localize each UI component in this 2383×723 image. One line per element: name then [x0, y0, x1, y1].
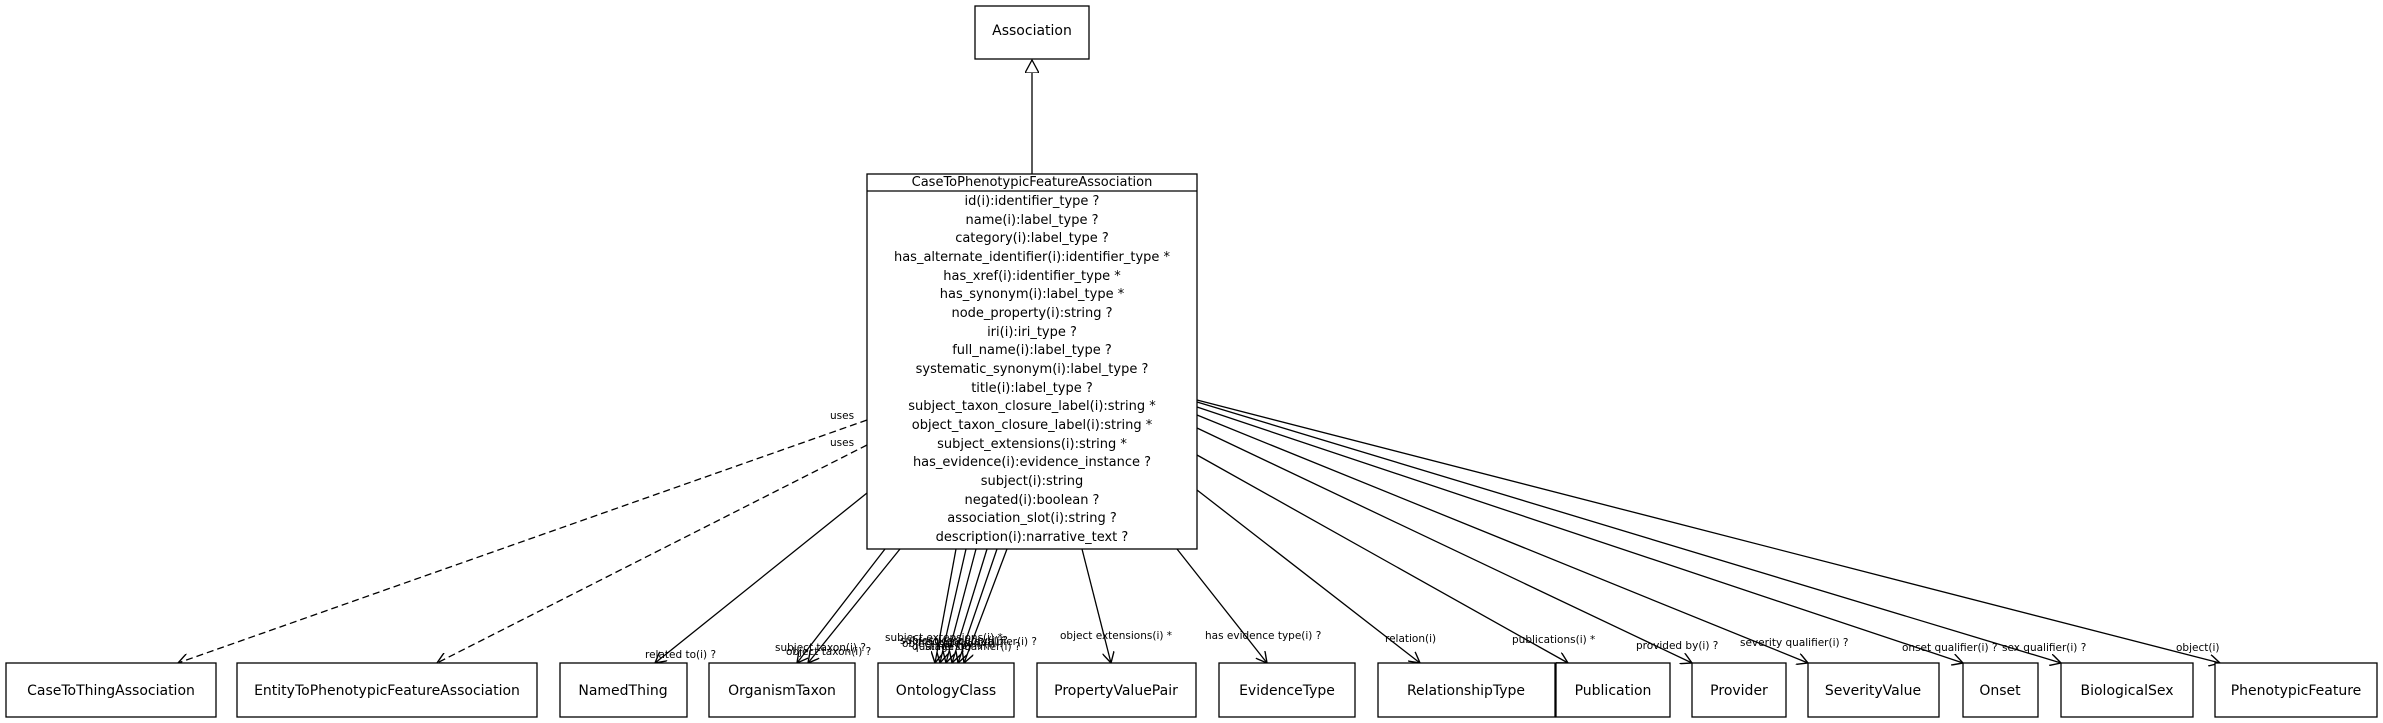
- class-label: OntologyClass: [896, 683, 996, 699]
- class-provider[interactable]: Provider: [1691, 662, 1787, 718]
- attribute-has-synonym: has_synonym(i):label_type *: [940, 287, 1125, 302]
- edge-severity-qualifier: [1196, 414, 1808, 663]
- attribute-systematic-synonym: systematic_synonym(i):label_type ?: [916, 362, 1149, 377]
- edge-label-subject-category: subject category(i) ?: [900, 635, 1008, 647]
- edge-stage-qualifier: [964, 548, 1008, 663]
- class-ontology-class[interactable]: OntologyClass: [877, 662, 1015, 718]
- edge-object-taxon: [808, 548, 901, 663]
- class-association-label: Association: [992, 23, 1072, 39]
- edge-label-frequency-qualifier: frequency qualifier(i) ?: [918, 636, 1037, 648]
- attribute-full-name: full_name(i):label_type ?: [952, 343, 1112, 358]
- class-entity-to-phenotypic-feature-association[interactable]: EntityToPhenotypicFeatureAssociation: [236, 662, 538, 718]
- class-named-thing[interactable]: NamedThing: [559, 662, 688, 718]
- edge-label-subject-taxon: subject taxon(i) ?: [775, 642, 866, 654]
- class-label: NamedThing: [578, 683, 667, 699]
- attribute-association-slot: association_slot(i):string ?: [947, 511, 1117, 526]
- class-case-to-phenotypic-feature-association[interactable]: CaseToPhenotypicFeatureAssociation id(i)…: [866, 173, 1198, 550]
- attribute-negated: negated(i):boolean ?: [965, 493, 1100, 508]
- edge-provided-by: [1196, 427, 1692, 663]
- edge-label-publications: publications(i) *: [1512, 634, 1595, 646]
- attribute-subject-extensions: subject_extensions(i):string *: [937, 437, 1127, 452]
- edge-label-uses-2: uses: [830, 437, 854, 449]
- edges: [178, 399, 2220, 663]
- edge-object-category: [946, 548, 977, 663]
- edge-frequency-qualifier: [958, 548, 998, 663]
- class-case-to-thing-association[interactable]: CaseToThingAssociation: [5, 662, 217, 718]
- edge-label-object: object(i): [2176, 642, 2219, 654]
- class-label: EvidenceType: [1239, 683, 1335, 699]
- edge-relation: [1196, 489, 1420, 663]
- edge-label-onset-qualifier: onset qualifier(i) ?: [1902, 642, 1997, 654]
- main-class-title: CaseToPhenotypicFeatureAssociation: [912, 175, 1153, 190]
- class-relationship-type[interactable]: RelationshipType: [1377, 662, 1556, 718]
- edge-uses-case-to-thing: [178, 419, 868, 663]
- edge-uses-entity-to-phenotypic: [437, 444, 868, 663]
- class-label: RelationshipType: [1407, 683, 1525, 699]
- attribute-category: category(i):label_type ?: [955, 231, 1109, 246]
- attribute-name: name(i):label_type ?: [965, 213, 1098, 228]
- edge-publications: [1196, 454, 1568, 663]
- edge-label-provided-by: provided by(i) ?: [1636, 640, 1718, 652]
- class-label: SeverityValue: [1825, 683, 1921, 699]
- edge-label-object-category: object category(i) ?: [902, 638, 1004, 650]
- attribute-description: description(i):narrative_text ?: [936, 530, 1129, 545]
- edge-label-severity-qualifier: severity qualifier(i) ?: [1740, 637, 1849, 649]
- attribute-has-alternate-identifier: has_alternate_identifier(i):identifier_t…: [894, 250, 1171, 265]
- edge-label-sex-qualifier: sex qualifier(i) ?: [2002, 642, 2086, 654]
- edge-label-qualifiers: qualifiers(i) *: [912, 641, 980, 653]
- class-evidence-type[interactable]: EvidenceType: [1218, 662, 1356, 718]
- edge-object-extensions: [1081, 548, 1111, 663]
- attribute-title: title(i):label_type ?: [971, 381, 1093, 396]
- edge-onset-qualifier: [1196, 406, 1963, 663]
- edge-label-relation: relation(i): [1385, 633, 1436, 645]
- edge-labels: uses uses related to(i) ? subject taxon(…: [645, 410, 2219, 661]
- class-label: OrganismTaxon: [728, 683, 836, 699]
- class-label: PropertyValuePair: [1054, 683, 1178, 699]
- class-label: Provider: [1710, 683, 1768, 699]
- attribute-id: id(i):identifier_type ?: [965, 194, 1100, 209]
- attribute-has-evidence: has_evidence(i):evidence_instance ?: [913, 455, 1151, 470]
- class-biological-sex[interactable]: BiologicalSex: [2060, 662, 2194, 718]
- edge-subject-extensions: [935, 548, 957, 663]
- edge-qualifiers: [952, 548, 988, 663]
- attribute-iri: iri(i):iri_type ?: [987, 325, 1077, 340]
- edge-object: [1196, 399, 2220, 663]
- class-phenotypic-feature[interactable]: PhenotypicFeature: [2214, 662, 2378, 718]
- class-onset[interactable]: Onset: [1962, 662, 2039, 718]
- target-classes: CaseToThingAssociation EntityToPhenotypi…: [5, 662, 2378, 718]
- class-label: Publication: [1575, 683, 1652, 699]
- class-label: CaseToThingAssociation: [27, 683, 195, 699]
- class-severity-value[interactable]: SeverityValue: [1807, 662, 1940, 718]
- class-label: EntityToPhenotypicFeatureAssociation: [254, 683, 520, 699]
- edge-label-subject-extensions: subject extensions(i) *: [885, 632, 1003, 644]
- edge-label-related-to: related to(i) ?: [645, 649, 716, 661]
- edge-subject-taxon: [797, 548, 886, 663]
- edge-related-to: [655, 492, 868, 663]
- edge-subject-category: [940, 548, 967, 663]
- class-label: PhenotypicFeature: [2231, 683, 2362, 699]
- attribute-object-taxon-closure-label: object_taxon_closure_label(i):string *: [912, 418, 1153, 433]
- class-publication[interactable]: Publication: [1555, 662, 1671, 718]
- attribute-has-xref: has_xref(i):identifier_type *: [943, 269, 1121, 284]
- attribute-subject: subject(i):string: [981, 474, 1084, 489]
- class-organism-taxon[interactable]: OrganismTaxon: [708, 662, 856, 718]
- edge-has-evidence-type: [1176, 548, 1267, 663]
- attribute-node-property: node_property(i):string ?: [951, 306, 1112, 321]
- edge-label-object-extensions: object extensions(i) *: [1060, 630, 1172, 642]
- edge-label-stage-qualifier: stage qualifier(i) ?: [925, 641, 1020, 653]
- edge-label-uses-1: uses: [830, 410, 854, 422]
- attribute-subject-taxon-closure-label: subject_taxon_closure_label(i):string *: [908, 399, 1156, 414]
- class-property-value-pair[interactable]: PropertyValuePair: [1036, 662, 1197, 718]
- edge-label-has-evidence-type: has evidence type(i) ?: [1205, 630, 1321, 642]
- class-label: Onset: [1979, 683, 2021, 699]
- class-association[interactable]: Association: [974, 5, 1090, 60]
- edge-sex-qualifier: [1196, 401, 2061, 663]
- edge-label-object-taxon: object taxon(i) ?: [786, 646, 871, 658]
- class-label: BiologicalSex: [2081, 683, 2174, 699]
